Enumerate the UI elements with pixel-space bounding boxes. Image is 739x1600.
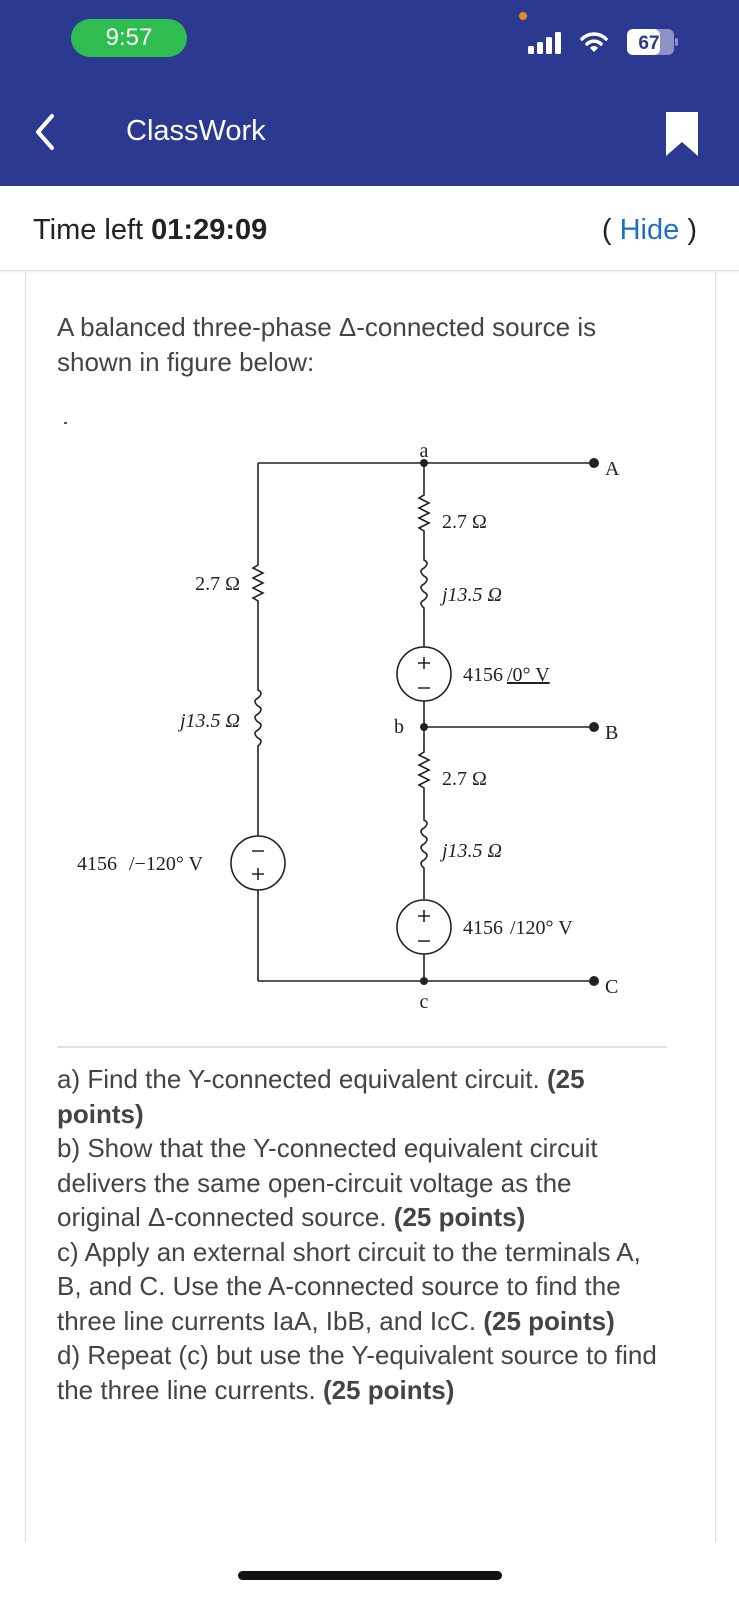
- part-d-points: (25 points): [322, 1374, 455, 1405]
- timer-bar: Time left 01:29:09 ( Hide ): [0, 186, 739, 271]
- paren-close: ): [687, 214, 697, 246]
- time-left: Time left 01:29:09: [33, 214, 267, 247]
- part-d-text: d) Repeat (c) but use the Y-equivalent s…: [57, 1340, 657, 1405]
- battery-icon: 67: [627, 29, 678, 55]
- part-a-text: a) Find the Y-connected equivalent circu…: [57, 1064, 540, 1094]
- page-title: ClassWork: [126, 115, 266, 147]
- part-a: a) Find the Y-connected equivalent circu…: [57, 1062, 657, 1131]
- hide-link[interactable]: Hide: [619, 214, 680, 246]
- part-c-text: c) Apply an external short circuit to th…: [57, 1236, 641, 1336]
- part-c-points: (25 points): [483, 1305, 615, 1336]
- divider: [57, 1046, 667, 1048]
- paren-open: (: [601, 214, 612, 246]
- time-left-value: 01:29:09: [151, 214, 268, 246]
- question-card: [25, 272, 716, 1542]
- question-parts: a) Find the Y-connected equivalent circu…: [57, 1062, 657, 1407]
- battery-level: 67: [638, 33, 659, 54]
- stray-mark: [64, 422, 67, 424]
- part-c: c) Apply an external short circuit to th…: [57, 1235, 657, 1339]
- part-b-points: (25 points): [393, 1202, 526, 1232]
- question-intro: A balanced three-phase Δ-connected sourc…: [57, 312, 597, 377]
- part-b-text: b) Show that the Y-connected equivalent …: [57, 1133, 598, 1232]
- home-indicator[interactable]: [238, 1571, 502, 1580]
- status-time: 9:57: [71, 19, 187, 57]
- hide-timer: ( Hide ): [602, 214, 697, 247]
- part-a-points: (25 points): [57, 1064, 585, 1129]
- part-b: b) Show that the Y-connected equivalent …: [57, 1131, 657, 1235]
- bookmark-icon[interactable]: [664, 110, 700, 158]
- time-left-label: Time left: [33, 214, 144, 246]
- wifi-icon: [580, 32, 608, 52]
- privacy-indicator: [519, 12, 527, 20]
- signal-icon: [528, 32, 561, 54]
- app-header: 9:57 67 ClassWork: [0, 0, 739, 186]
- chevron-left-icon[interactable]: [30, 112, 60, 152]
- part-d: d) Repeat (c) but use the Y-equivalent s…: [57, 1338, 657, 1407]
